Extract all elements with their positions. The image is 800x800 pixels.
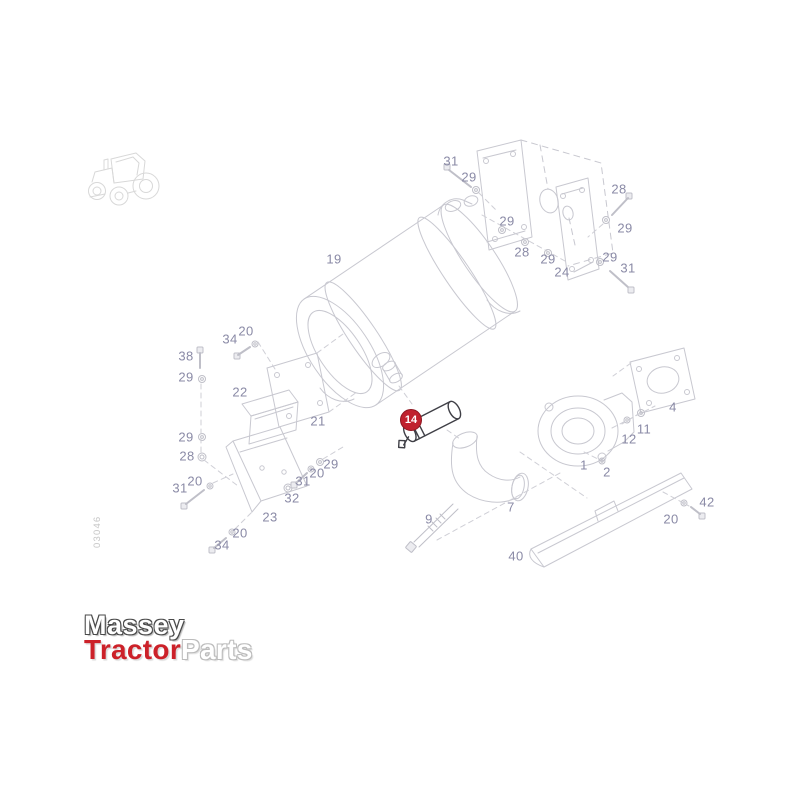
fasteners-drawing xyxy=(180,163,706,554)
right-flanges-drawing xyxy=(537,347,696,467)
watermark-code: 03046 xyxy=(92,515,103,548)
logo-tractor-text: Tractor xyxy=(84,634,182,665)
top-bracket-drawing xyxy=(476,139,614,281)
heat-shield-drawing xyxy=(529,472,693,568)
tractor-icon xyxy=(88,152,160,206)
logo-parts-text: Parts xyxy=(181,634,253,665)
muffler-drawing xyxy=(295,195,521,409)
logo-massey-text: Massey xyxy=(84,610,185,640)
highlighted-part-badge: 14 xyxy=(400,409,422,431)
logo-line2: TractorParts xyxy=(84,636,253,664)
exhaust-elbow-drawing xyxy=(450,431,529,503)
leader-lines xyxy=(200,192,690,541)
brand-logo: Massey TractorParts xyxy=(84,612,253,664)
left-brackets-drawing xyxy=(225,352,330,513)
